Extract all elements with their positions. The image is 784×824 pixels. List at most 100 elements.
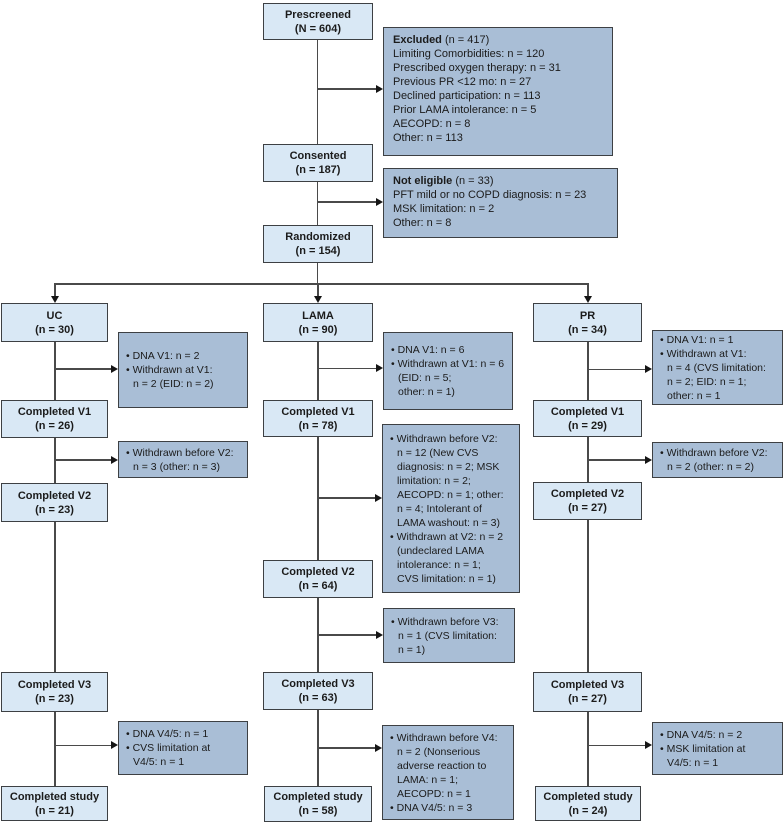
note-line: • MSK limitation at — [660, 742, 746, 755]
connector-to-not-eligible — [317, 201, 377, 203]
note-line: V4/5: n = 1 — [133, 756, 185, 768]
connector-pr-v1 — [587, 342, 589, 400]
note-line: n = 12 (New CVS — [397, 446, 479, 459]
note-line: n = 2 (EID: n = 2) — [133, 378, 214, 390]
note-excluded: Excluded (n = 417) Limiting Comorbiditie… — [383, 27, 613, 156]
connector-uc-note1 — [55, 368, 112, 370]
connector-uc-note2 — [55, 459, 112, 461]
connector-to-excluded — [317, 88, 377, 90]
arrow-right-icon — [375, 743, 382, 752]
note-line: • Withdrawn before V3: — [391, 615, 499, 628]
box-count: (n = 23) — [35, 503, 74, 516]
note-line: PFT mild or no COPD diagnosis: n = 23 — [393, 189, 587, 201]
box-pr-completed-v1: Completed V1 (n = 29) — [533, 400, 642, 437]
arrow-right-icon — [645, 455, 652, 464]
note-line: AECOPD: n = 1 — [397, 787, 471, 800]
box-consented: Consented (n = 187) — [263, 144, 373, 182]
box-label: Completed V1 — [17, 406, 92, 418]
box-count: (n = 187) — [295, 164, 341, 176]
connector-lama-note2 — [318, 497, 376, 499]
note-title: Not eligible — [393, 175, 453, 187]
box-label: Completed V3 — [17, 679, 92, 691]
box-label: Completed V2 — [550, 488, 625, 500]
box-label: Completed study — [9, 790, 100, 803]
note-line: Prescribed oxygen therapy: n = 31 — [393, 62, 561, 74]
box-count: (n = 27) — [568, 693, 607, 705]
note-uc-withdrawn-before-v2: • Withdrawn before V2: n = 3 (other: n =… — [118, 441, 248, 478]
note-pr-withdrawn-v45: • DNA V4/5: n = 2 • MSK limitation at V4… — [652, 722, 783, 775]
note-line: • Withdrawn at V1: — [126, 364, 213, 376]
note-line: • Withdrawn at V1: — [660, 347, 747, 360]
box-count: (n = 21) — [35, 804, 74, 817]
box-count: (n = 78) — [298, 419, 338, 432]
connector-prescreened-consented — [316, 40, 319, 144]
note-pr-withdrawn-before-v2: • Withdrawn before V2: n = 2 (other: n =… — [652, 442, 783, 478]
note-not-eligible: Not eligible (n = 33) PFT mild or no COP… — [383, 168, 618, 238]
box-prescreened: Prescreened (N = 604) — [263, 3, 373, 40]
box-lama-completed-v3: Completed V3 (n = 63) — [263, 672, 373, 710]
note-line: • Withdrawn before V4: — [390, 731, 498, 744]
box-pr-completed-v2: Completed V2 (n = 27) — [533, 482, 642, 520]
note-title-line: Excluded (n = 417) — [393, 33, 603, 47]
note-uc-withdrawn-v1: • DNA V1: n = 2 • Withdrawn at V1: n = 2… — [118, 332, 248, 408]
note-line: diagnosis: n = 2; MSK — [397, 460, 500, 473]
note-line: V4/5: n = 1 — [667, 756, 719, 769]
connector-branch-lama — [317, 283, 319, 297]
box-count: (n = 90) — [298, 323, 338, 336]
box-count: (n = 63) — [298, 692, 338, 704]
box-count: (n = 154) — [295, 245, 341, 257]
connector-branch-uc — [54, 283, 56, 297]
box-count: (n = 24) — [568, 804, 608, 817]
box-count: (n = 34) — [568, 323, 607, 336]
note-line: limitation: n = 2; — [397, 474, 471, 487]
connector-branch-pr — [587, 283, 589, 297]
box-count: (n = 26) — [35, 420, 74, 432]
connector-pr-note3 — [588, 744, 646, 747]
box-label: Completed V3 — [550, 679, 625, 691]
note-title-note: (n = 33) — [452, 175, 494, 187]
note-line: AECOPD: n = 1; other: — [397, 488, 504, 501]
box-label: Prescreened — [284, 8, 352, 21]
box-lama-completed-v1: Completed V1 (n = 78) — [263, 400, 373, 437]
note-line: n = 2; EID: n = 1; — [667, 375, 747, 388]
note-line: adverse reaction to — [397, 759, 487, 772]
arrow-down-icon — [583, 296, 592, 303]
note-line: • DNA V1: n = 6 — [391, 344, 465, 356]
note-line: Prior LAMA intolerance: n = 5 — [393, 104, 537, 116]
note-line: • Withdrawn before V2: — [660, 447, 768, 459]
arrow-right-icon — [111, 740, 118, 749]
note-title-line: Not eligible (n = 33) — [393, 174, 608, 188]
box-lama-arm: LAMA (n = 90) — [263, 303, 373, 342]
connector-uc-v3 — [54, 522, 56, 672]
note-line: n = 2 (other: n = 2) — [667, 461, 754, 473]
note-line: • DNA V4/5: n = 1 — [126, 728, 209, 740]
note-line: Previous PR <12 mo: n = 27 — [393, 76, 532, 88]
note-line: • Withdrawn at V2: n = 2 — [390, 530, 504, 543]
note-line: MSK limitation: n = 2 — [393, 203, 495, 215]
note-line: n = 2 (Nonserious — [397, 745, 481, 758]
box-count: (N = 604) — [294, 22, 342, 35]
note-line: n = 4; Intolerant of — [397, 502, 482, 515]
note-line: other: n = 1) — [398, 386, 455, 398]
box-label: Completed V1 — [281, 405, 355, 418]
note-line: intolerance: n = 1; — [397, 558, 481, 571]
box-count: (n = 58) — [298, 805, 338, 817]
note-line: Other: n = 8 — [393, 217, 452, 229]
box-label: Randomized — [285, 231, 351, 243]
connector-lama-v1 — [317, 342, 319, 400]
box-pr-arm: PR (n = 34) — [533, 303, 642, 342]
box-label: Completed V2 — [281, 566, 355, 578]
note-lama-withdrawn-before-v4: • Withdrawn before V4: n = 2 (Nonserious… — [382, 725, 514, 820]
arrow-right-icon — [111, 364, 118, 373]
connector-randomized-branch — [316, 263, 319, 284]
note-title-note: (n = 417) — [441, 34, 490, 46]
box-randomized: Randomized (n = 154) — [263, 225, 373, 263]
note-line: AECOPD: n = 8 — [393, 118, 471, 130]
box-label: LAMA — [302, 309, 334, 322]
arrow-right-icon — [376, 84, 383, 93]
arrow-right-icon — [376, 630, 383, 639]
note-lama-withdrawn-v1: • DNA V1: n = 6 • Withdrawn at V1: n = 6… — [383, 332, 513, 410]
box-label: Completed study — [273, 791, 363, 803]
note-line: LAMA: n = 1; — [397, 773, 458, 786]
